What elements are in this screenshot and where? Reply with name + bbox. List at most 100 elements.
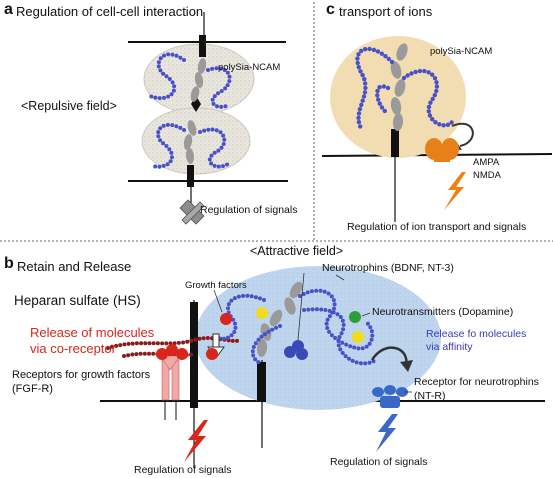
cell-b-texture [195,266,441,410]
ncam-ig-domain [284,297,296,315]
ncam-ig-domain [194,72,204,88]
receptor-nt-line1: Receptor for neurotrophins [414,376,539,388]
polysia-residue [170,80,175,85]
polysia-residue [164,74,169,79]
polysia-residue [219,89,224,94]
polysia-residue [216,164,221,169]
growth-factors-pointer [213,289,223,313]
hs-residue [126,353,131,358]
polysia-residue [156,134,161,139]
polysia-residue [375,88,380,94]
polysia-residue [222,68,227,72]
hs-residue [189,338,194,343]
polysia-residue [210,127,215,132]
polysia-residue [167,77,172,81]
polysia-residue [210,97,215,102]
polysia-residue [158,68,163,73]
polysia-residue [341,322,346,327]
polysia-residue [161,71,166,76]
polysia-residue [434,84,440,89]
polysia-residue [221,336,226,341]
hs-residue [197,336,202,341]
polysia-residue [182,128,186,132]
release-coreceptor-line1: Release of molecules [30,325,155,340]
polysia-residue [358,124,363,129]
polysia-residue [363,361,368,366]
polysia-residue [417,68,423,74]
polysia-residue [360,346,365,351]
polysia-residue [329,294,334,299]
polysia-residue [161,141,166,146]
ncam-ig-domain [396,43,408,61]
polysia-residue [362,77,367,82]
polysia-residue [169,150,174,155]
polysia-residue [348,344,353,349]
polysia-residue [233,321,237,326]
polysia-residue [253,295,258,300]
polysia-residue [259,334,264,339]
polysia-residue [449,120,454,125]
polysia-residue [211,101,216,106]
polysia-residue [161,163,166,168]
polysia-residue [360,72,365,78]
polysia-residue [356,111,362,116]
panel-c [321,36,553,222]
hs-residue [201,336,206,341]
polysia-residue [332,302,337,307]
polysia-residue [441,123,446,128]
polysia-residue [206,127,211,132]
ncam-ig-domain [289,281,303,299]
hs-residue [110,344,114,349]
polysia-residue [405,73,410,78]
curved-arrow-c [451,122,474,147]
hs-residue [139,341,144,346]
nt-receptor [372,385,408,408]
polysia-residue [385,85,391,91]
polysia-residue [426,104,432,110]
polysia-residue [356,346,361,351]
ncam-domains-b [256,281,303,357]
polysia-residue [158,138,163,143]
polysia-residue [250,349,255,354]
polysia-residue [158,56,163,61]
polysia-residue [341,327,346,332]
polysia-residue [219,145,224,150]
polysia-residue [306,307,311,312]
polysia-residue [363,47,368,52]
ncam-ig-domain [390,97,402,115]
polysia-residue [157,164,162,169]
polysia-residue [174,53,179,58]
hs-residue [122,354,126,358]
hs-residue [122,342,127,347]
polysia-residue [427,113,433,118]
polysia-residue [409,71,414,76]
polysia-residue [251,345,256,349]
ncam-ig-domain [190,86,200,102]
polysia-residue [241,293,246,298]
polysia-residue [209,153,214,158]
polysia-residue [338,347,343,352]
hs-core-protein [190,302,198,408]
polysia-residue [331,310,336,315]
polysia-residue [364,344,369,349]
polysia-residue [249,294,254,299]
polysia-residue [165,162,170,167]
lightning-b-right-icon [376,414,398,452]
polysia-residue [314,307,319,312]
ncam-ig-domain [256,339,268,357]
polysia-residue [369,329,374,334]
polysia-residue [362,90,368,95]
polysia-residue [178,55,183,60]
polysia-residue [161,123,166,128]
polysia-residue [430,117,435,122]
hs-residue [185,339,190,344]
polysia-residue [361,94,367,99]
ncam-ig-domain [187,120,197,136]
polysia-residue [253,357,258,362]
polysia-residue [158,126,163,131]
polysia-residue [170,123,175,128]
ncam-ig-domain [269,309,283,327]
polysia-residue [210,66,215,71]
polysia-residue [309,289,314,294]
polysia-residue [375,49,381,54]
